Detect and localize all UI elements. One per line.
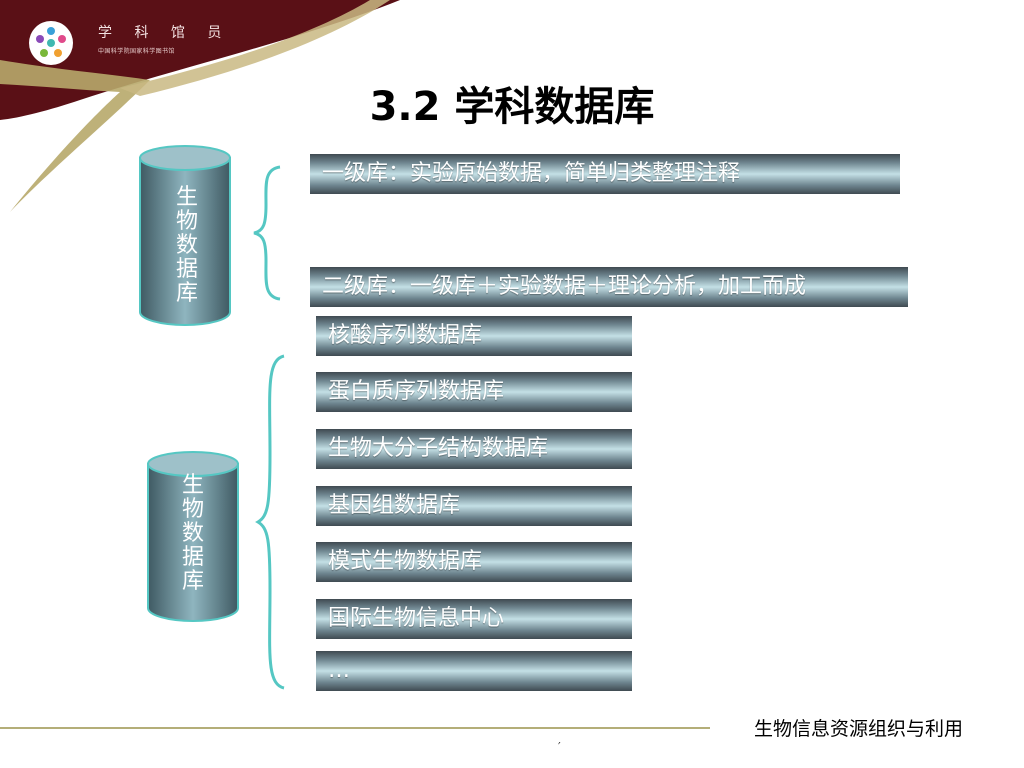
brand-subtitle: 中国科学院国家科学图书馆 [98,48,175,55]
logo [28,20,74,66]
database-item-bar: 国际生物信息中心 [316,599,632,639]
footer-mark: ′ [558,740,561,754]
people-circle-logo-icon [29,21,73,65]
database-item-bar: 蛋白质序列数据库 [316,372,632,412]
bottom-cylinder-label: 生 物 数 据 库 [181,473,204,594]
slide-title: 3.2 学科数据库 [369,84,655,130]
level-one-bar: 一级库：实验原始数据，简单归类整理注释 [310,154,900,194]
database-item-bar: 基因组数据库 [316,486,632,526]
bottom-database-cylinder [147,451,239,622]
level-two-bar: 二级库：一级库＋实验数据＋理论分析，加工而成 [310,267,908,307]
brand-title: 学 科 馆 员 [98,25,231,41]
header-maroon-band [0,0,400,212]
footer-divider [0,727,710,729]
database-item-bar: 核酸序列数据库 [316,316,632,356]
top-database-cylinder [139,145,231,326]
top-cylinder-label: 生 物 数 据 库 [175,185,198,306]
top-brace [253,165,281,301]
bottom-brace [255,354,285,690]
database-item-bar: 模式生物数据库 [316,542,632,582]
database-item-bar-more: … [316,651,632,691]
database-item-bar: 生物大分子结构数据库 [316,429,632,469]
footer-course-title: 生物信息资源组织与利用 [754,718,964,740]
